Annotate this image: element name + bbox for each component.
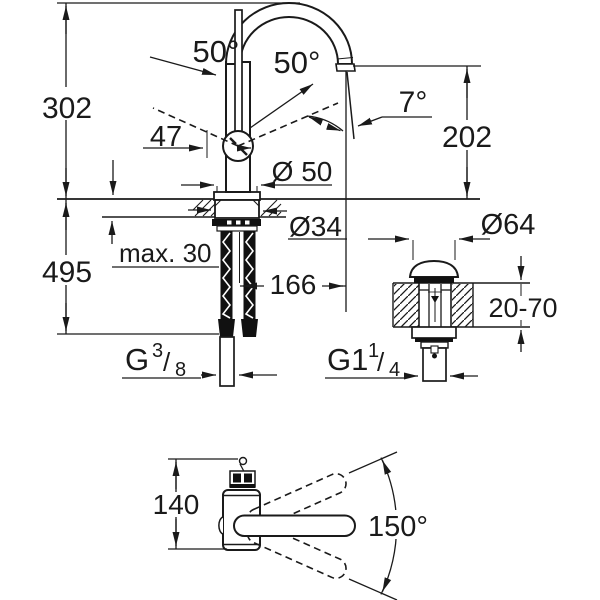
mounting-washer-plate xyxy=(216,225,258,232)
leader-50-left xyxy=(149,56,217,76)
nut-chamfer-right xyxy=(252,199,260,207)
lever-tilt-dashed-lines xyxy=(152,102,339,147)
body-side-bump xyxy=(218,516,224,535)
label-bg-150 xyxy=(362,510,434,539)
drain-pin-detail xyxy=(431,296,439,303)
inlet-connection-tube xyxy=(219,336,235,387)
drain-pin-stem xyxy=(430,345,439,354)
counter-hatch-left xyxy=(192,199,216,217)
drain-waste-view: Ø64 20-70 G1 1 / 4 xyxy=(325,209,559,382)
g38-prefix: G xyxy=(125,342,149,377)
lever-base-band xyxy=(230,484,255,488)
drain-pin-ball xyxy=(432,353,437,359)
angle-50-left-label: 50° xyxy=(193,34,240,69)
lever-hinge-left xyxy=(233,473,241,483)
main-side-view: 302 495 47 50° 50° Ø 50 Ø34 max. 30 xyxy=(42,2,493,387)
lever-handle-upright xyxy=(234,9,243,133)
arrow-arc150-bottom xyxy=(381,577,392,592)
g114-numerator: 1 xyxy=(368,340,379,362)
dim-47-label: 47 xyxy=(150,121,182,153)
leader-7deg xyxy=(357,116,383,127)
counter-section-hatch-right xyxy=(452,284,473,327)
drain-flange-gasket xyxy=(414,277,454,283)
swivel-ray-upper xyxy=(348,451,398,474)
washer-slot xyxy=(236,220,241,225)
base-escutcheon xyxy=(213,191,261,201)
dim-202-label: 202 xyxy=(442,121,492,154)
counter-hatch-right xyxy=(260,199,282,217)
label-bg-140 xyxy=(149,492,203,517)
g38-slash: / xyxy=(163,347,171,377)
lever-tip-stem xyxy=(239,463,245,471)
angle-150-label: 150° xyxy=(368,511,428,543)
dim-dia64-label: Ø64 xyxy=(481,209,536,241)
spout-top-view xyxy=(233,514,356,537)
angle-arc-7 xyxy=(306,115,344,132)
angle-50-right-label: 50° xyxy=(274,45,321,80)
g38-denominator: 8 xyxy=(175,359,186,381)
drain-washer xyxy=(415,338,453,342)
arrow-arc150-top xyxy=(381,460,392,475)
lever-hinge-right xyxy=(244,473,252,483)
top-plan-view: 140 150° xyxy=(149,451,434,600)
g114-slash: / xyxy=(377,347,385,377)
drain-body-internals xyxy=(419,284,451,327)
counter-section-hatch-left xyxy=(394,284,419,327)
hose-end-fitting-left xyxy=(218,319,235,337)
label-bg-495 xyxy=(42,255,92,285)
drain-thread-label: G1 1 / 4 xyxy=(327,340,400,381)
dim-dia50-label: Ø 50 xyxy=(272,156,333,187)
spout-outlet-tip xyxy=(335,63,356,72)
water-stream-line xyxy=(346,71,355,140)
hose-end-fitting-right xyxy=(241,319,258,337)
swivel-ray-lower xyxy=(348,578,398,600)
drain-locknut xyxy=(411,326,457,339)
washer-slot xyxy=(227,220,232,225)
dim-140-label: 140 xyxy=(153,489,200,520)
nut-chamfer-left xyxy=(214,199,222,207)
mounting-nut xyxy=(214,199,260,219)
leader-50-right xyxy=(249,83,314,129)
dim-2070-label: 20-70 xyxy=(488,293,557,323)
dim-166-label: 166 xyxy=(270,269,317,300)
dim-dia34-label: Ø34 xyxy=(289,211,342,242)
inlet-thread-label: G 3 / 8 xyxy=(125,340,186,381)
label-bg-166 xyxy=(264,271,322,297)
max30-label: max. 30 xyxy=(119,238,212,268)
label-bg-2070 xyxy=(487,296,559,320)
dim-495-label: 495 xyxy=(42,256,92,289)
arrow-arc7-left xyxy=(308,116,324,126)
lever-tip-curl xyxy=(238,456,248,466)
washer-slot xyxy=(245,220,250,225)
g114-prefix: G1 xyxy=(327,342,368,377)
label-bg-202 xyxy=(441,120,493,150)
drain-flange-dome xyxy=(408,259,460,278)
g38-numerator: 3 xyxy=(152,340,163,362)
angle-7-label: 7° xyxy=(399,86,428,119)
dim-302-label: 302 xyxy=(42,92,92,125)
arrow-arc7-right xyxy=(326,123,341,132)
flexible-supply-hoses xyxy=(220,231,256,319)
spout-tip-seam xyxy=(336,57,354,60)
label-bg-302 xyxy=(42,87,92,120)
g114-denominator: 4 xyxy=(389,359,400,381)
